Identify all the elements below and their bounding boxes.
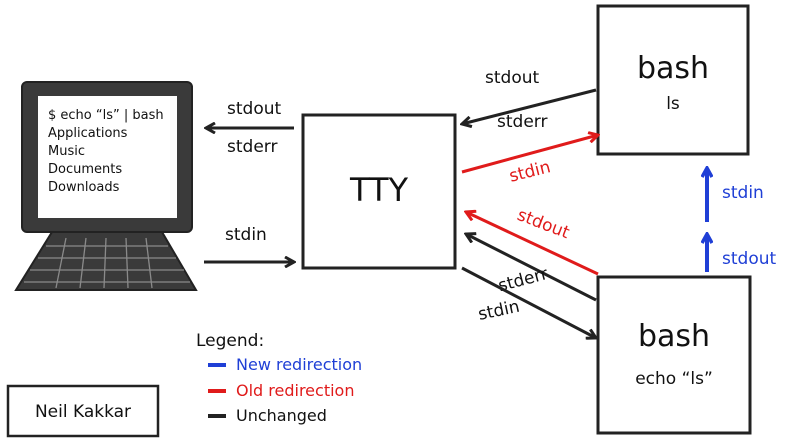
pipe-stdin-label: stdin bbox=[722, 183, 764, 203]
legend-label-new: New redirection bbox=[236, 355, 362, 374]
terminal-line: $ echo “ls” | bash bbox=[48, 108, 164, 123]
bash-echo-box bbox=[596, 275, 752, 435]
bash-echo-command: echo “ls” bbox=[635, 369, 713, 389]
ls-stdout-label: stdout bbox=[485, 68, 539, 88]
author-box bbox=[6, 384, 160, 438]
keyboard-icon bbox=[14, 231, 198, 291]
legend-label-unchanged: Unchanged bbox=[236, 406, 327, 425]
computer-icon: $ echo “ls” | bash Applications Music Do… bbox=[14, 81, 198, 291]
author-label: Neil Kakkar bbox=[35, 402, 131, 422]
bash-echo-title: bash bbox=[638, 319, 710, 354]
echo-stdout-old-arrow bbox=[466, 212, 599, 276]
bash-ls-command: ls bbox=[666, 94, 680, 114]
ls-stdin-old-label: stdin bbox=[507, 157, 552, 187]
ls-stdin-old-arrow bbox=[461, 135, 598, 174]
terminal-line: Applications bbox=[48, 126, 128, 141]
echo-stdin-arrow bbox=[461, 266, 596, 338]
echo-stdin-label: stdin bbox=[476, 297, 521, 325]
ls-stderr-label: stderr bbox=[497, 112, 547, 132]
legend: Legend: New redirection Old redirection … bbox=[196, 331, 362, 425]
term-stdin-label: stdin bbox=[225, 225, 267, 245]
legend-title: Legend: bbox=[196, 331, 264, 351]
tty-box bbox=[301, 113, 457, 270]
term-stdout-label: stdout bbox=[227, 99, 281, 119]
pipe-stdout-label: stdout bbox=[722, 249, 776, 269]
terminal-line: Downloads bbox=[48, 180, 120, 195]
terminal-line: Documents bbox=[48, 162, 122, 177]
term-stderr-label: stderr bbox=[227, 137, 277, 157]
ls-output-arrow bbox=[462, 88, 597, 124]
echo-stderr-arrow bbox=[466, 234, 597, 302]
bash-ls-title: bash bbox=[637, 51, 709, 86]
tty-label: TTY bbox=[349, 171, 409, 209]
legend-label-old: Old redirection bbox=[236, 381, 354, 400]
terminal-screen bbox=[38, 96, 177, 218]
bash-ls-box bbox=[596, 4, 750, 156]
terminal-line: Music bbox=[48, 144, 85, 159]
